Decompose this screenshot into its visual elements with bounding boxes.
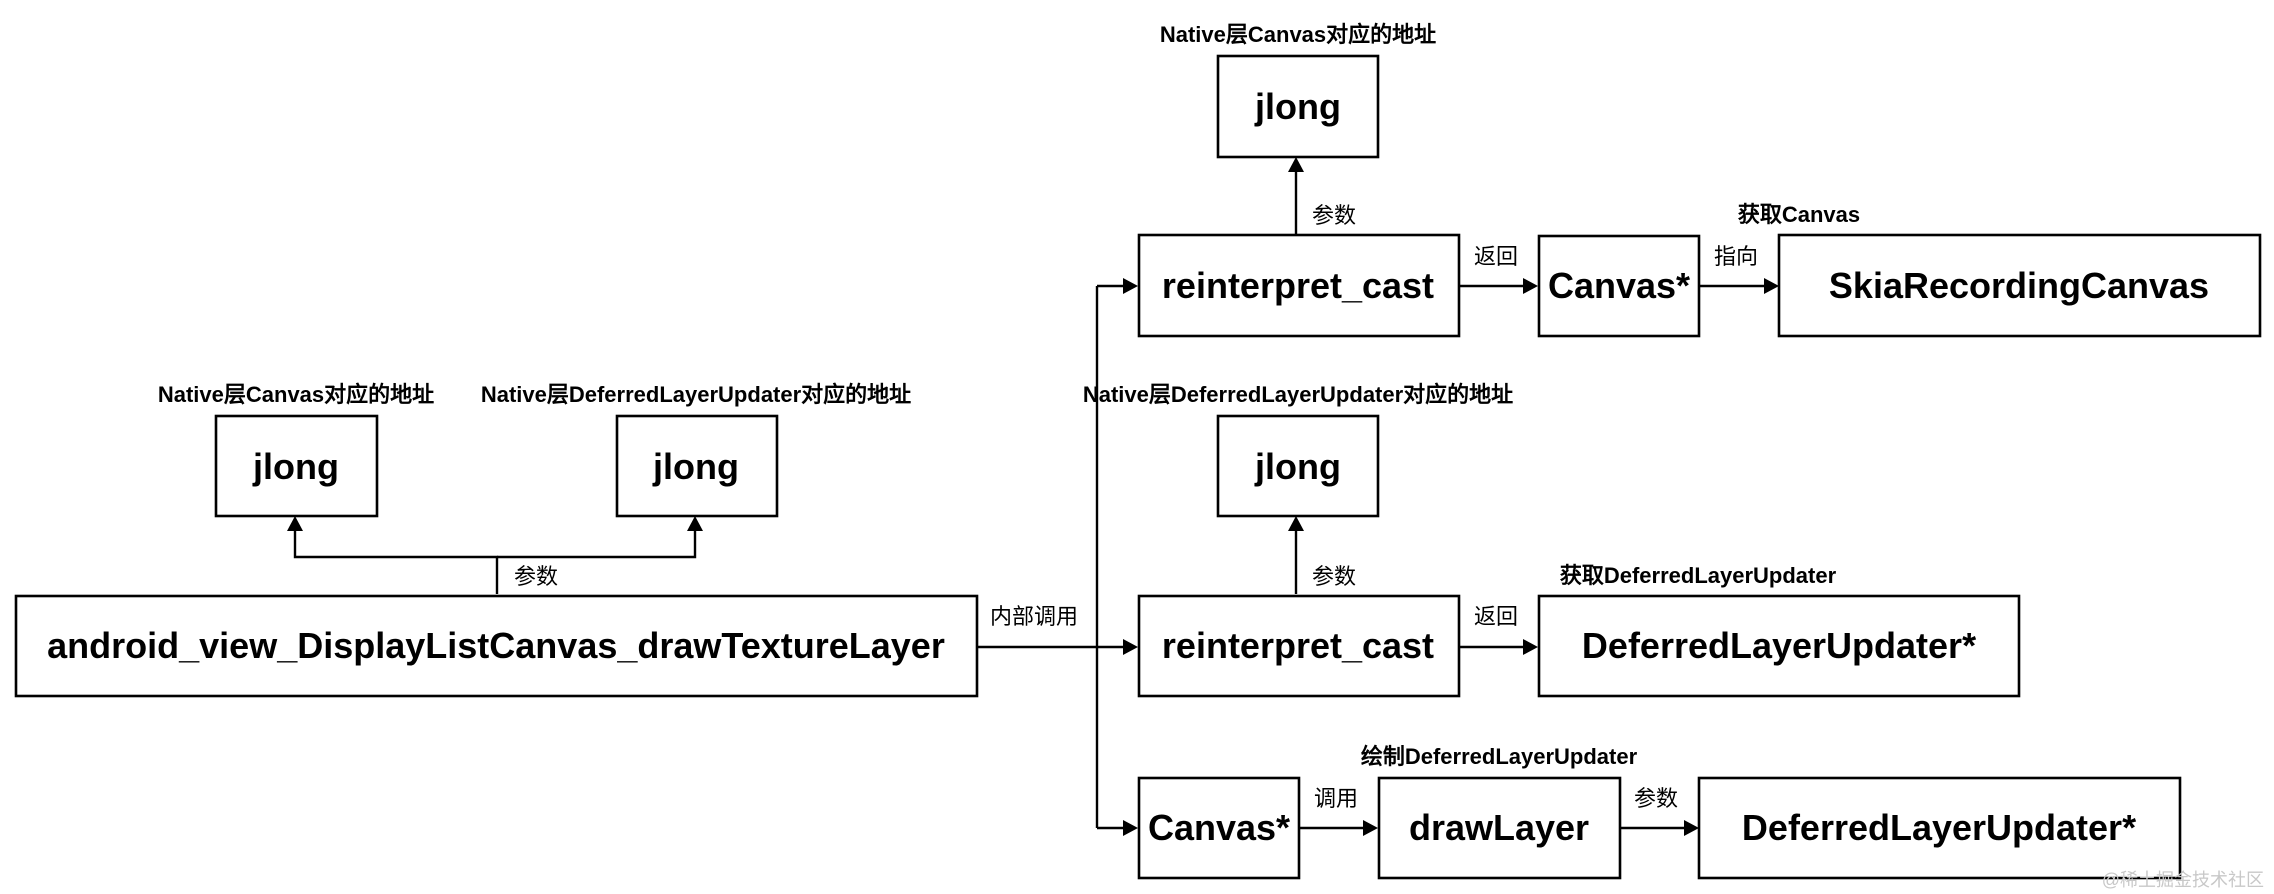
node-jlong-top-label: jlong xyxy=(1254,86,1341,127)
node-reinterpret-top: reinterpret_cast xyxy=(1137,233,1461,338)
node-jlong-mid-label: jlong xyxy=(1254,446,1341,487)
edge-label-top-return: 返回 xyxy=(1474,244,1518,269)
caption-jlong-top: Native层Canvas对应的地址 xyxy=(1160,22,1436,47)
edge-main-to-jlong-left-b xyxy=(497,530,697,559)
edge-label-mid-params: 参数 xyxy=(1312,564,1356,589)
caption-jlong-mid: Native层DeferredLayerUpdater对应的地址 xyxy=(1083,382,1513,407)
arrowhead xyxy=(1684,820,1699,836)
caption-skia-canvas: 获取Canvas xyxy=(1738,202,1860,227)
node-deferred-bottom: DeferredLayerUpdater* xyxy=(1697,776,2182,880)
node-jlong-left-a: jlong xyxy=(214,414,379,518)
edge-label-internal-call: 内部调用 xyxy=(990,604,1078,629)
edge-label-main-params: 参数 xyxy=(514,564,558,589)
edge-label-mid-return: 返回 xyxy=(1474,604,1518,629)
edge-label-bottom-params: 参数 xyxy=(1634,786,1678,811)
edge-label-top-params: 参数 xyxy=(1312,203,1356,228)
node-canvas-ptr-top: Canvas* xyxy=(1537,234,1701,338)
caption-jlong-left-a: Native层Canvas对应的地址 xyxy=(158,382,434,407)
arrowhead xyxy=(1288,516,1304,531)
caption-deferred-mid: 获取DeferredLayerUpdater xyxy=(1560,563,1837,588)
arrowhead xyxy=(1363,820,1378,836)
arrowhead xyxy=(1288,157,1304,172)
caption-draw-layer: 绘制DeferredLayerUpdater xyxy=(1361,744,1638,769)
edge-label-bottom-call: 调用 xyxy=(1314,786,1358,811)
node-draw-layer: drawLayer xyxy=(1377,776,1622,880)
watermark: @稀土掘金技术社区 xyxy=(2102,870,2264,890)
node-jlong-left-a-label: jlong xyxy=(252,446,339,487)
arrowhead xyxy=(1123,820,1138,836)
node-main-label: android_view_DisplayListCanvas_drawTextu… xyxy=(47,625,945,666)
arrowhead xyxy=(1523,278,1538,294)
node-deferred-mid-label: DeferredLayerUpdater* xyxy=(1582,625,1976,666)
node-reinterpret-mid-label: reinterpret_cast xyxy=(1162,625,1434,666)
arrowhead xyxy=(1123,639,1138,655)
arrowhead xyxy=(287,516,303,531)
node-canvas-ptr-top-label: Canvas* xyxy=(1548,265,1690,306)
node-skia-canvas: SkiaRecordingCanvas xyxy=(1777,233,2262,338)
node-skia-canvas-label: SkiaRecordingCanvas xyxy=(1829,265,2209,306)
arrowhead xyxy=(1764,278,1779,294)
node-canvas-ptr-bottom-label: Canvas* xyxy=(1148,807,1290,848)
node-deferred-mid: DeferredLayerUpdater* xyxy=(1537,594,2021,698)
node-reinterpret-mid: reinterpret_cast xyxy=(1137,594,1461,698)
arrowhead xyxy=(1123,278,1138,294)
caption-jlong-left-b: Native层DeferredLayerUpdater对应的地址 xyxy=(481,382,911,407)
node-jlong-left-b: jlong xyxy=(615,414,779,518)
node-jlong-mid: jlong xyxy=(1216,414,1380,518)
edge-label-top-points-to: 指向 xyxy=(1714,244,1758,269)
arrowhead xyxy=(687,516,703,531)
node-reinterpret-top-label: reinterpret_cast xyxy=(1162,265,1434,306)
node-jlong-top: jlong xyxy=(1216,54,1380,159)
node-draw-layer-label: drawLayer xyxy=(1409,807,1589,848)
node-canvas-ptr-bottom: Canvas* xyxy=(1137,776,1301,880)
node-deferred-bottom-label: DeferredLayerUpdater* xyxy=(1742,807,2136,848)
edge-main-to-jlong-left-a xyxy=(293,530,499,594)
arrowhead xyxy=(1523,639,1538,655)
node-main: android_view_DisplayListCanvas_drawTextu… xyxy=(14,594,979,698)
node-jlong-left-b-label: jlong xyxy=(652,446,739,487)
